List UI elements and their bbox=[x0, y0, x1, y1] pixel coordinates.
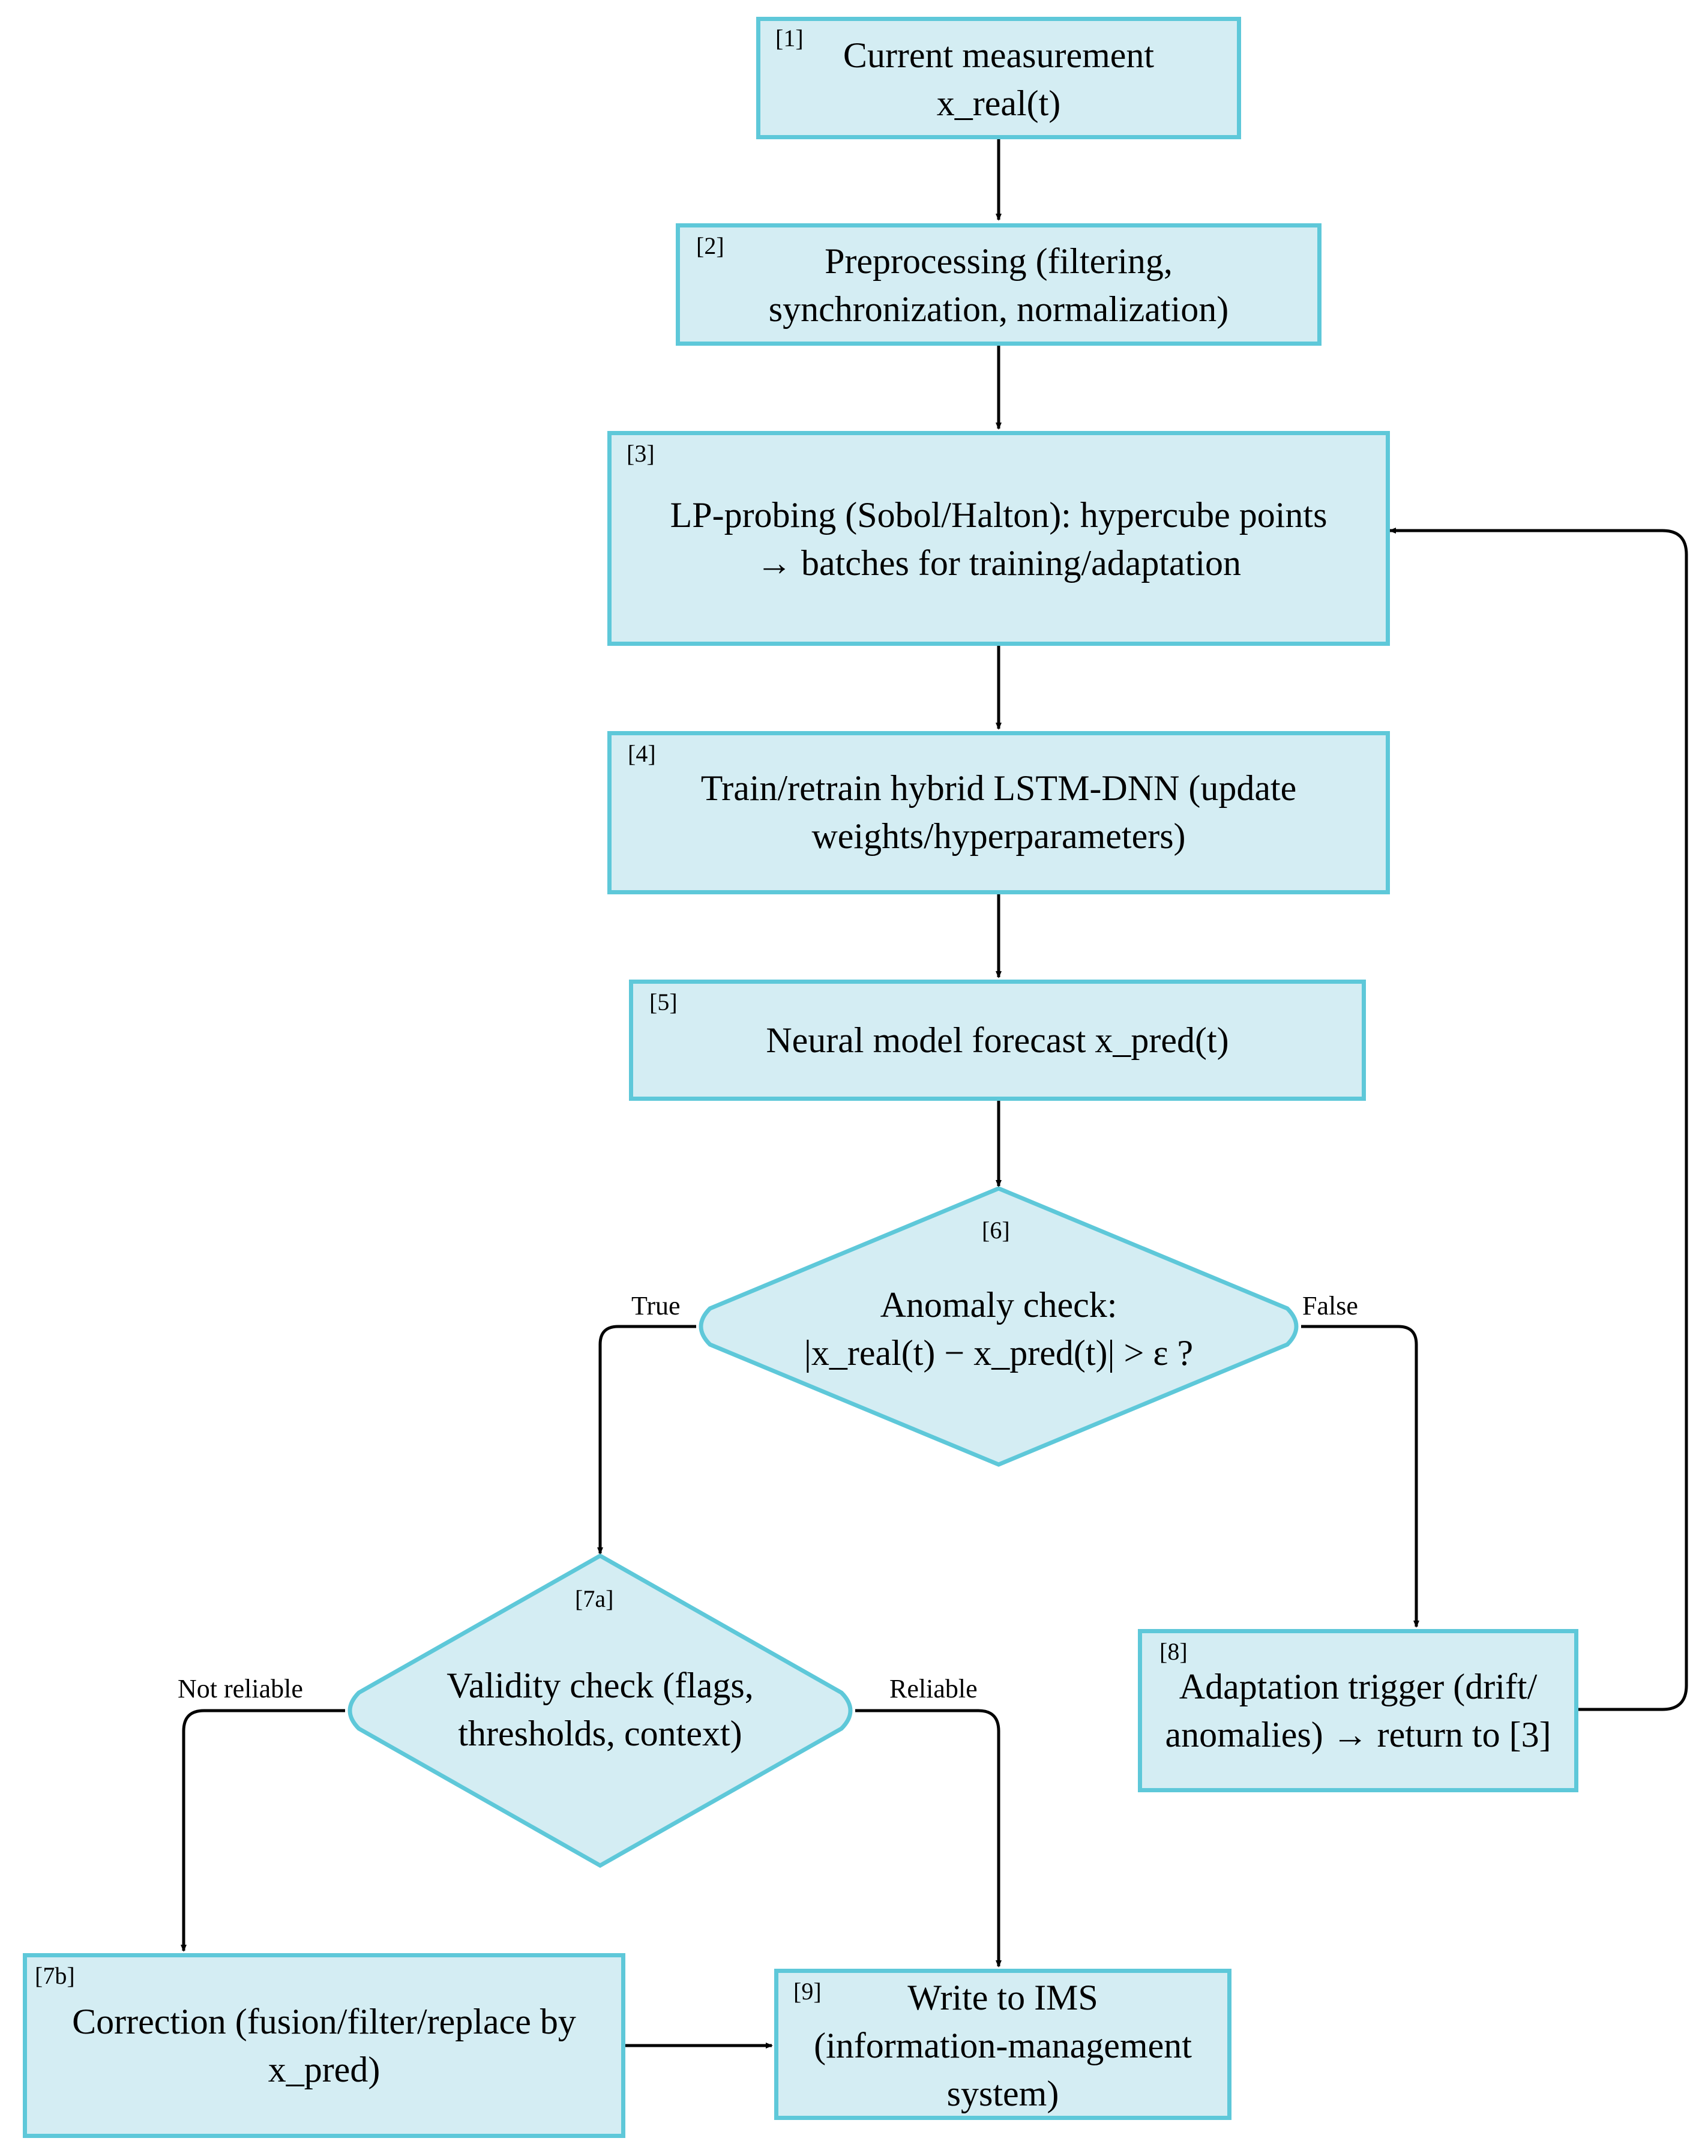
node-neural-forecast bbox=[629, 980, 1366, 1101]
node-7b-tag: [7b] bbox=[35, 1962, 75, 1989]
node-6-line2: |x_real(t) − x_pred(t)| > ε ? bbox=[804, 1333, 1194, 1373]
node-9-tag: [9] bbox=[793, 1978, 822, 2005]
node-adaptation-trigger bbox=[1138, 1629, 1578, 1792]
node-9-line1: Write to IMS bbox=[907, 1978, 1098, 2017]
edge-label-false: False bbox=[1302, 1291, 1358, 1320]
edge-label-true: True bbox=[631, 1291, 681, 1320]
node-8-tag: [8] bbox=[1159, 1638, 1188, 1665]
node-7a-tag: [7a] bbox=[575, 1585, 614, 1612]
node-9-line3: system) bbox=[946, 2074, 1059, 2113]
validity-check-diamond bbox=[347, 1553, 853, 1868]
node-7b-line1: Correction (fusion/filter/replace by bbox=[72, 2002, 576, 2041]
node-6-line1: Anomaly check: bbox=[880, 1285, 1117, 1325]
node-2-tag: [2] bbox=[696, 232, 724, 259]
node-2-line2: synchronization, normalization) bbox=[768, 289, 1229, 329]
arrow-7a-reliable-to-9 bbox=[855, 1709, 1002, 1968]
node-2-line1: Preprocessing (filtering, bbox=[825, 241, 1173, 281]
node-3-tag: [3] bbox=[627, 440, 655, 467]
node-write-to-ims bbox=[774, 1969, 1231, 2120]
node-4-line2: weights/hyperparameters) bbox=[811, 816, 1186, 856]
node-8-line2: anomalies) → return to [3] bbox=[1165, 1715, 1551, 1754]
node-3-line2: → batches for training/adaptation bbox=[756, 543, 1242, 583]
anomaly-check-diamond bbox=[699, 1186, 1299, 1467]
node-6-tag: [6] bbox=[982, 1217, 1010, 1244]
edge-label-reliable: Reliable bbox=[889, 1674, 978, 1703]
node-7b-line2: x_pred) bbox=[268, 2050, 380, 2089]
node-lp-probing bbox=[607, 431, 1390, 646]
node-correction bbox=[23, 1953, 625, 2138]
node-8-line1: Adaptation trigger (drift/ bbox=[1179, 1667, 1538, 1706]
arrow-6-false-to-8 bbox=[1301, 1325, 1419, 1628]
edge-label-not-reliable: Not reliable bbox=[178, 1674, 303, 1703]
node-current-measurement bbox=[756, 17, 1241, 139]
arrow-6-true-to-7a bbox=[597, 1325, 696, 1555]
node-preprocessing bbox=[676, 223, 1322, 346]
node-5-tag: [5] bbox=[649, 989, 678, 1016]
node-4-line1: Train/retrain hybrid LSTM-DNN (update bbox=[700, 768, 1297, 808]
node-3-line1: LP-probing (Sobol/Halton): hypercube poi… bbox=[670, 495, 1328, 535]
node-1-line1: Current measurement bbox=[843, 35, 1155, 75]
node-4-tag: [4] bbox=[628, 740, 656, 767]
node-7a-line2: thresholds, context) bbox=[458, 1714, 742, 1753]
node-1-line2: x_real(t) bbox=[936, 83, 1061, 123]
node-5-line1: Neural model forecast x_pred(t) bbox=[766, 1020, 1229, 1060]
arrow-7a-not-reliable-to-7b bbox=[181, 1709, 345, 1952]
node-train-lstm-dnn bbox=[607, 731, 1390, 894]
node-9-line2: (information-management bbox=[814, 2026, 1192, 2065]
node-7a-line1: Validity check (flags, bbox=[447, 1666, 754, 1705]
arrow-8-return-to-3 bbox=[1389, 528, 1688, 1711]
node-1-tag: [1] bbox=[775, 25, 804, 52]
